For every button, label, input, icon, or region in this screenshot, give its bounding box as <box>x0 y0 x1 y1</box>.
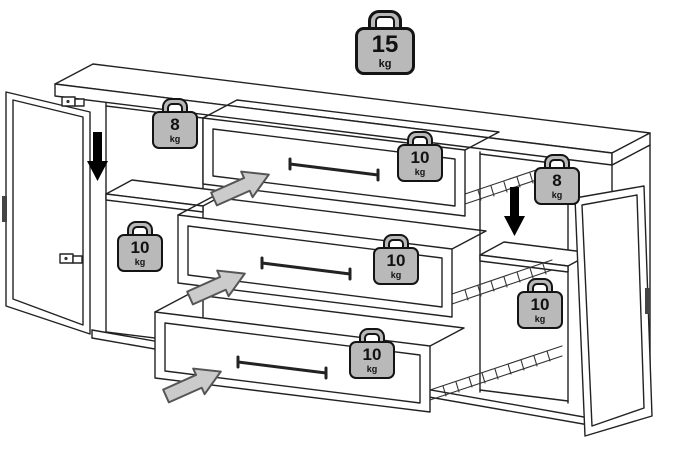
kettlebell-body-icon: 10 kg <box>373 247 419 285</box>
kettlebell-body-icon: 10 kg <box>517 291 563 329</box>
left-door <box>2 91 91 335</box>
weight-unit: kg <box>169 134 181 144</box>
door-hinge-icon <box>61 96 85 107</box>
weight-unit: kg <box>414 167 426 177</box>
drawer-slide-rails <box>429 166 563 401</box>
weight-unit: kg <box>551 190 563 200</box>
weight-value: 10 <box>386 251 406 270</box>
drawer-handle <box>288 157 380 182</box>
door-hinge-icon <box>59 253 83 264</box>
drawer-direction-arrow-icon <box>210 170 270 207</box>
kettlebell-body-icon: 10 kg <box>349 341 395 379</box>
down-arrow-icon-left <box>87 132 108 181</box>
weight-badge-left-shelf: 8 kg <box>152 98 198 149</box>
weight-badge-right-shelf: 8 kg <box>534 154 580 205</box>
down-arrow-icon-right <box>504 187 525 236</box>
kettlebell-body-icon: 10 kg <box>397 144 443 182</box>
weight-badge-bottom-drawer: 10 kg <box>349 328 395 379</box>
weight-value: 15 <box>371 30 399 58</box>
drawer-top <box>202 99 500 217</box>
drawer-direction-arrow-icon <box>162 367 222 404</box>
weight-badge-left-bottom: 10 kg <box>117 221 163 272</box>
kettlebell-body-icon: 8 kg <box>534 167 580 205</box>
right-door-handle <box>645 288 650 314</box>
drawer-handle <box>260 256 352 281</box>
kettlebell-handle-icon <box>368 10 402 32</box>
weight-unit: kg <box>534 314 546 324</box>
left-door-handle <box>2 196 7 222</box>
weight-value: 10 <box>130 238 150 257</box>
weight-badge-top-drawer: 10 kg <box>397 131 443 182</box>
weight-value: 10 <box>362 345 382 364</box>
weight-unit: kg <box>390 270 402 280</box>
weight-unit: kg <box>378 57 392 70</box>
weight-value: 10 <box>410 148 430 167</box>
cabinet-top-panel <box>54 63 651 166</box>
kettlebell-body-icon: 10 kg <box>117 234 163 272</box>
drawer-handle <box>236 355 328 380</box>
weight-value: 8 <box>552 171 562 190</box>
weight-unit: kg <box>134 257 146 267</box>
weight-value: 10 <box>530 295 550 314</box>
drawer-direction-arrow-icon <box>186 269 246 306</box>
weight-badge-middle-drawer: 10 kg <box>373 234 419 285</box>
weight-value: 8 <box>170 115 180 134</box>
weight-badge-right-bottom: 10 kg <box>517 278 563 329</box>
kettlebell-body-icon: 8 kg <box>152 111 198 149</box>
right-door <box>574 185 653 437</box>
drawer-bottom <box>154 293 465 413</box>
weight-badge-top-panel: 15 kg <box>355 10 415 75</box>
weight-unit: kg <box>366 364 378 374</box>
kettlebell-body-icon: 15 kg <box>355 27 415 75</box>
